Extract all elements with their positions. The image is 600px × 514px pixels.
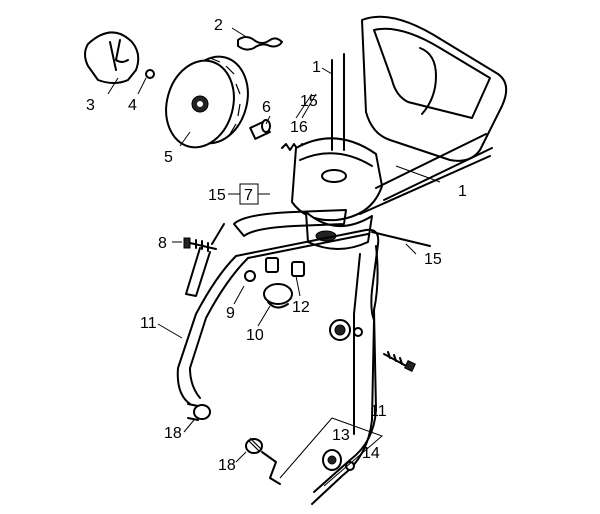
callout-13: 13	[332, 427, 350, 444]
callout-1-upper: 1	[312, 59, 321, 76]
clamp-part-12	[265, 257, 305, 277]
callout-2: 2	[214, 17, 223, 34]
callout-8: 8	[158, 235, 167, 252]
callout-9: 9	[226, 305, 235, 322]
callout-18-left: 18	[164, 425, 182, 442]
callout-15-top: 15	[300, 93, 318, 110]
auger-housing-part	[291, 137, 383, 250]
callout-11-right: 11	[370, 403, 387, 420]
callout-14: 14	[362, 445, 380, 462]
callout-1-right: 1	[458, 183, 467, 200]
upper-handle-part	[331, 15, 508, 215]
side-knob-part	[329, 319, 363, 341]
callout-15-right: 15	[424, 251, 442, 268]
leader-lines	[107, 27, 441, 487]
right-bolt-part	[383, 351, 416, 372]
callout-4: 4	[128, 97, 137, 114]
washer-part-9	[244, 270, 256, 282]
callout-15-left: 15	[208, 187, 226, 204]
callout-7: 7	[244, 187, 253, 204]
callout-3: 3	[86, 97, 95, 114]
callout-18-bottom: 18	[218, 457, 236, 474]
knob-part-13	[322, 449, 342, 471]
spacer-part-6	[249, 119, 271, 140]
hub-cap-part	[84, 31, 140, 84]
washer-part-14	[345, 461, 355, 471]
callout-10: 10	[246, 327, 264, 344]
grip-part-18a	[187, 403, 211, 421]
lower-handle-part	[176, 228, 380, 505]
callout-5: 5	[164, 149, 173, 166]
callout-12: 12	[292, 299, 310, 316]
callout-16: 16	[290, 119, 308, 136]
knob-part-10	[263, 283, 293, 309]
nut-part-4	[145, 69, 155, 79]
handle-brace-part	[185, 209, 431, 297]
callout-6: 6	[262, 99, 271, 116]
callout-box-7	[239, 183, 259, 205]
grip-part-18b	[245, 437, 281, 485]
cable-tie-part	[237, 36, 283, 51]
wheel-part	[165, 55, 249, 149]
bolt-part-8	[183, 237, 217, 252]
callout-11-left: 11	[140, 315, 157, 332]
